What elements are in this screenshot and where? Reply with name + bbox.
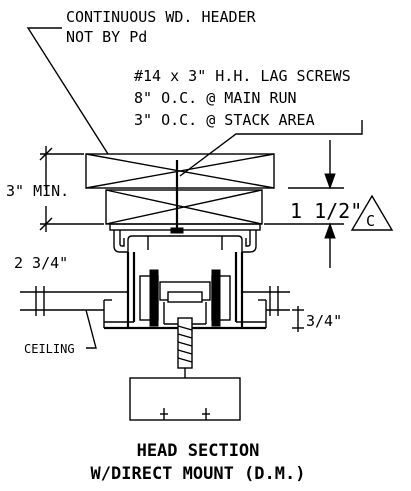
rail-height-label: 1 1/2" (290, 199, 362, 223)
rail-height-dimension (264, 140, 344, 268)
header-note-line1: CONTINUOUS WD. HEADER (66, 8, 257, 26)
panel-block (129, 377, 241, 421)
lag-note-line3: 3" O.C. @ STACK AREA (134, 111, 315, 129)
ceiling-right (242, 286, 290, 316)
ceiling-gap-dimension (292, 306, 304, 332)
caption-line2: W/DIRECT MOUNT (D.M.) (91, 464, 306, 484)
detail-tag (350, 194, 394, 231)
header-leader (26, 27, 109, 155)
ceiling-label: CEILING (24, 342, 75, 356)
ceiling-gap-label: 3/4" (306, 312, 342, 330)
min-depth-label: 3" MIN. (6, 182, 69, 200)
min-depth-dimension (39, 146, 104, 232)
header-note-line2: NOT BY Pd (66, 28, 147, 46)
track-drop-label: 2 3/4" (14, 254, 68, 272)
ceiling-left (20, 286, 128, 316)
lag-note-line1: #14 x 3" H.H. LAG SCREWS (134, 67, 351, 85)
ceiling-leader (85, 309, 97, 349)
caption-line1: HEAD SECTION (137, 441, 260, 461)
wood-header-lower (105, 189, 263, 225)
lag-leader (179, 120, 363, 177)
wood-header-upper (85, 153, 275, 189)
threaded-stem (177, 317, 193, 378)
lag-note-line2: 8" O.C. @ MAIN RUN (134, 89, 297, 107)
detail-tag-letter: C (366, 212, 375, 230)
track-profile (103, 223, 267, 330)
